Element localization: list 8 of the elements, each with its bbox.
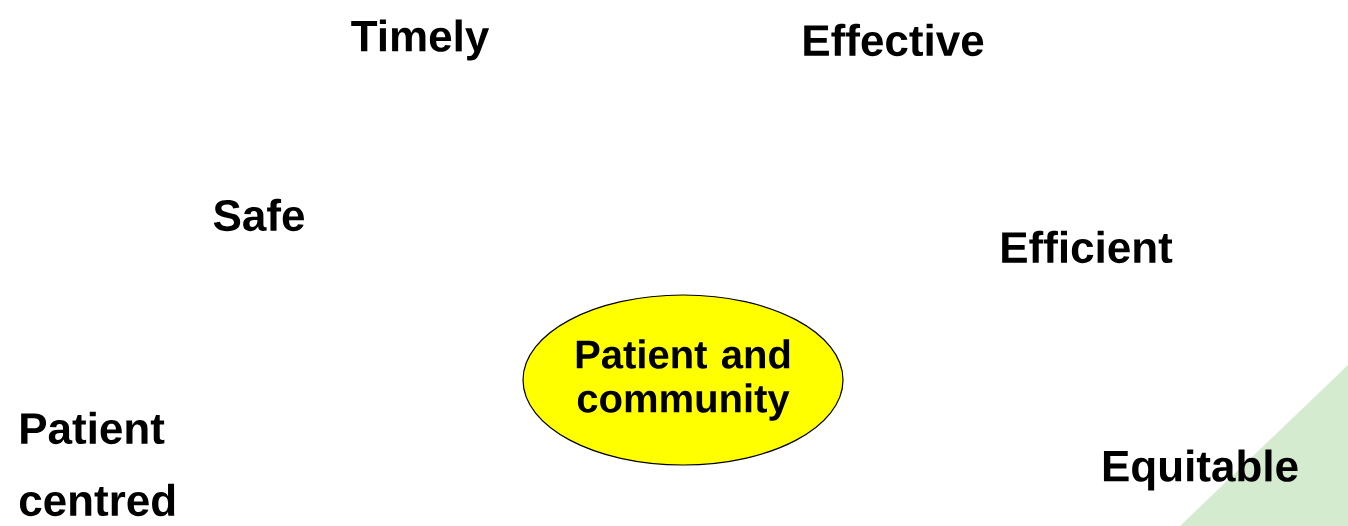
quality-label: Timely (351, 19, 490, 61)
ellipse-node (522, 294, 844, 466)
quality-label: Efficient (1002, 230, 1173, 264)
node-text: Patient and community (576, 339, 790, 421)
quality-label: Equitable (1103, 449, 1298, 491)
quality-label: Effective (804, 23, 984, 57)
quality-label: Patient centred (19, 411, 175, 517)
quality-label: Safe (213, 198, 304, 232)
